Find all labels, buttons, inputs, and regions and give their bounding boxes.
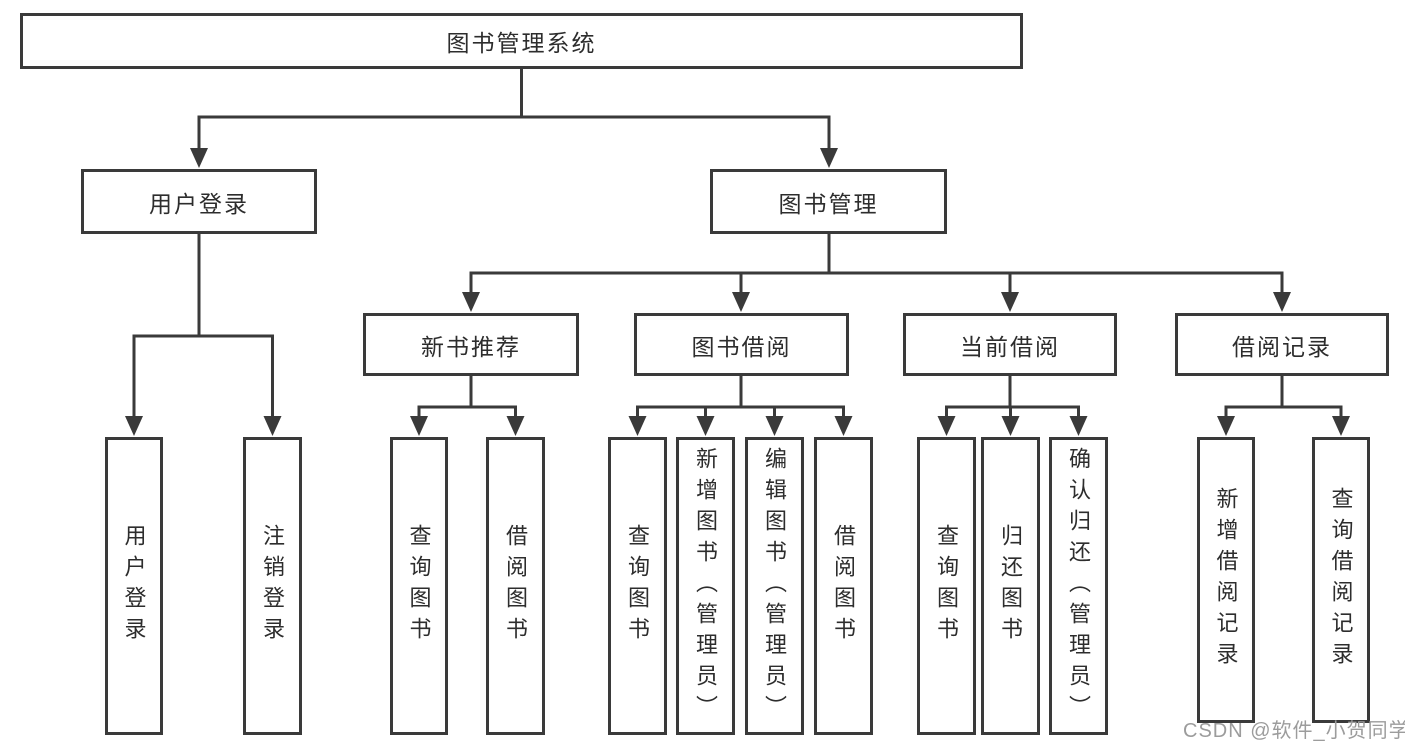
leaf-user-login: 用户登录 xyxy=(105,437,163,735)
node-new-book-recommendation: 新书推荐 xyxy=(363,313,579,376)
node-label: 当前借阅 xyxy=(960,333,1060,360)
leaf-recommend-borrow-books: 借阅图书 xyxy=(486,437,545,735)
leaf-borrow-books: 借阅图书 xyxy=(814,437,873,735)
leaf-edit-books-admin: 编辑图书（管理员） xyxy=(745,437,804,735)
leaf-return-books: 归还图书 xyxy=(981,437,1040,735)
node-book-borrowing: 图书借阅 xyxy=(634,313,849,376)
node-label: 归还图书 xyxy=(998,524,1024,648)
leaf-add-borrow-record: 新增借阅记录 xyxy=(1197,437,1255,723)
leaf-borrow-query-books: 查询图书 xyxy=(608,437,667,735)
node-label: 借阅图书 xyxy=(831,524,857,648)
node-current-borrowing: 当前借阅 xyxy=(903,313,1117,376)
node-label: 新增借阅记录 xyxy=(1213,487,1239,673)
node-label: 查询图书 xyxy=(625,524,651,648)
node-user-login: 用户登录 xyxy=(81,169,317,234)
node-label: 查询借阅记录 xyxy=(1328,487,1354,673)
node-label: 注销登录 xyxy=(260,524,286,648)
node-label: 新书推荐 xyxy=(421,333,521,360)
leaf-current-query-books: 查询图书 xyxy=(917,437,976,735)
node-label: 确认归还（管理员） xyxy=(1066,446,1092,726)
leaf-confirm-return-admin: 确认归还（管理员） xyxy=(1049,437,1108,735)
node-label: 查询图书 xyxy=(934,524,960,648)
node-label: 借阅记录 xyxy=(1232,333,1332,360)
node-label: 查询图书 xyxy=(406,524,432,648)
node-label: 图书管理 xyxy=(778,190,879,217)
leaf-query-borrow-record: 查询借阅记录 xyxy=(1312,437,1370,723)
node-borrowing-records: 借阅记录 xyxy=(1175,313,1389,376)
node-label: 借阅图书 xyxy=(503,524,529,648)
leaf-add-books-admin: 新增图书（管理员） xyxy=(676,437,735,735)
node-label: 编辑图书（管理员） xyxy=(762,446,788,726)
node-label: 图书管理系统 xyxy=(446,30,597,56)
leaf-recommend-query-books: 查询图书 xyxy=(390,437,448,735)
node-label: 用户登录 xyxy=(121,524,147,648)
node-book-management: 图书管理 xyxy=(710,169,947,234)
node-label: 用户登录 xyxy=(149,190,249,217)
leaf-logout: 注销登录 xyxy=(243,437,302,735)
node-label: 图书借阅 xyxy=(691,333,792,360)
node-library-system: 图书管理系统 xyxy=(20,13,1023,69)
csdn-watermark: CSDN @软件_小贺同学 xyxy=(1183,720,1405,742)
node-label: 新增图书（管理员） xyxy=(693,446,719,726)
